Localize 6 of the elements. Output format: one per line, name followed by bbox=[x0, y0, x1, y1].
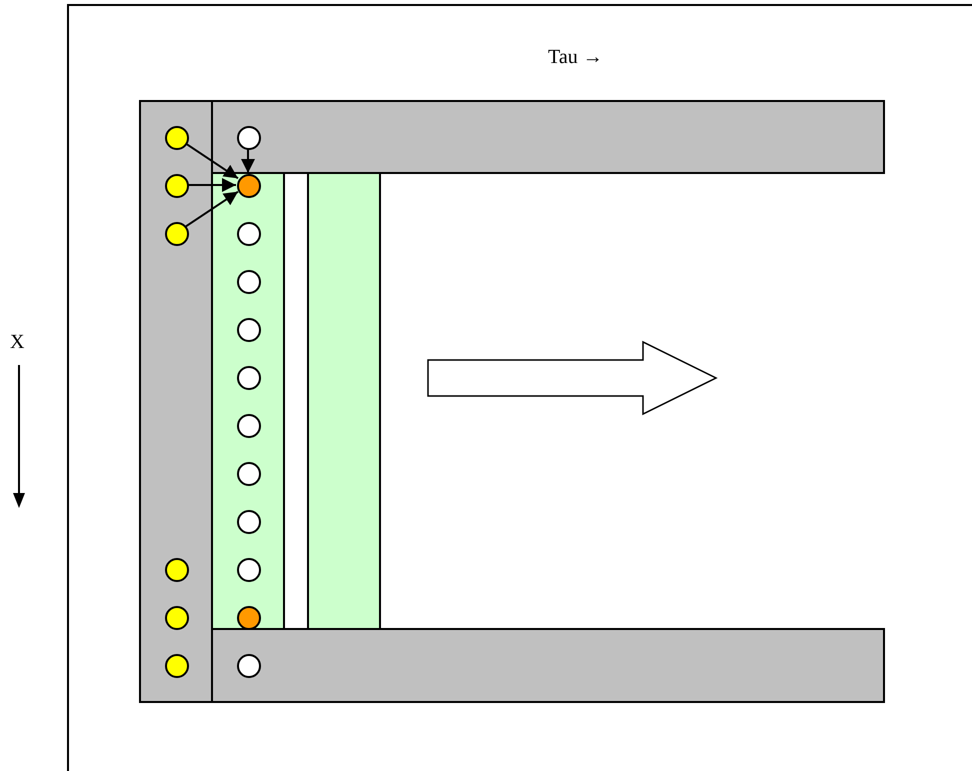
arrow bbox=[188, 178, 236, 192]
axis-label: Tau → bbox=[548, 46, 603, 69]
axis-label: X bbox=[10, 331, 24, 354]
arrow bbox=[185, 190, 239, 228]
arrow bbox=[185, 142, 239, 180]
arrow bbox=[241, 149, 255, 173]
